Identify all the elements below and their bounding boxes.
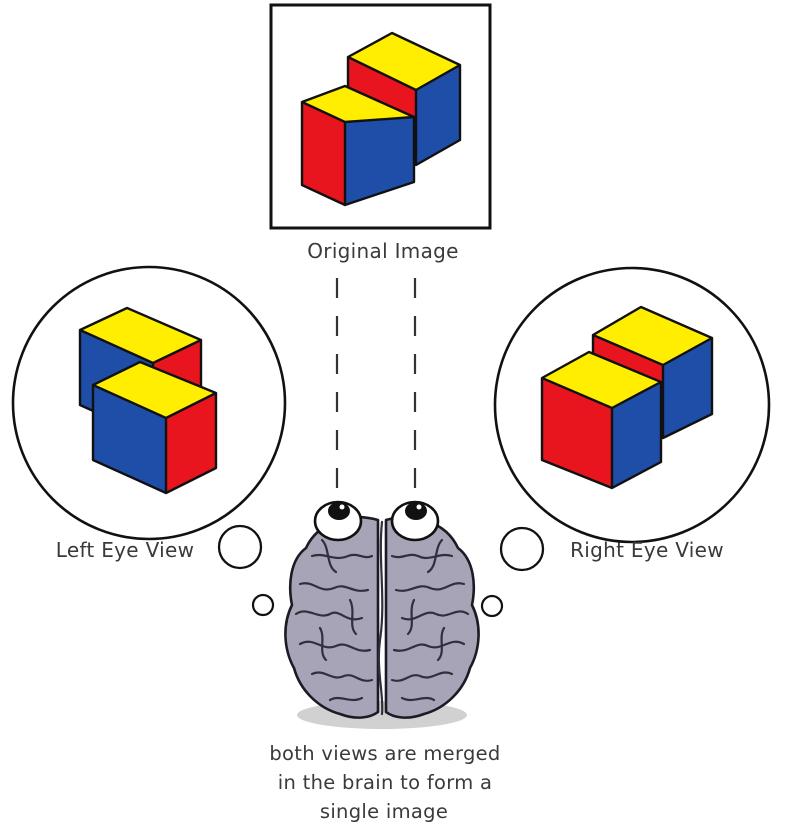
thought-dot-large-left: [217, 524, 263, 570]
caption-line-2: in the brain to form a: [278, 771, 492, 794]
original-front-cube: [300, 84, 416, 207]
brain-icon: [284, 516, 480, 729]
left-pupil: [328, 502, 350, 520]
thought-dots-right: [480, 526, 545, 618]
right-front-cube: [540, 350, 663, 490]
sight-lines: [335, 278, 417, 490]
thought-dot-small-right: [480, 594, 504, 618]
original-image-label: Original Image: [307, 239, 458, 263]
left-eye-view-label: Left Eye View: [56, 538, 194, 562]
caption-line-3: single image: [320, 800, 448, 823]
left-eye-view-panel: [11, 265, 287, 541]
thought-dot-large-right: [499, 526, 545, 572]
eye-icon: [313, 500, 440, 542]
right-eye-view-label: Right Eye View: [570, 538, 724, 562]
thought-dot-small-left: [251, 593, 275, 617]
thought-dots-left: [217, 524, 275, 617]
right-eye-view-panel: [493, 266, 771, 544]
caption-line-1: both views are merged: [269, 742, 500, 765]
right-pupil: [405, 502, 427, 520]
original-image-panel: [269, 3, 492, 230]
left-front-cube: [91, 360, 218, 495]
